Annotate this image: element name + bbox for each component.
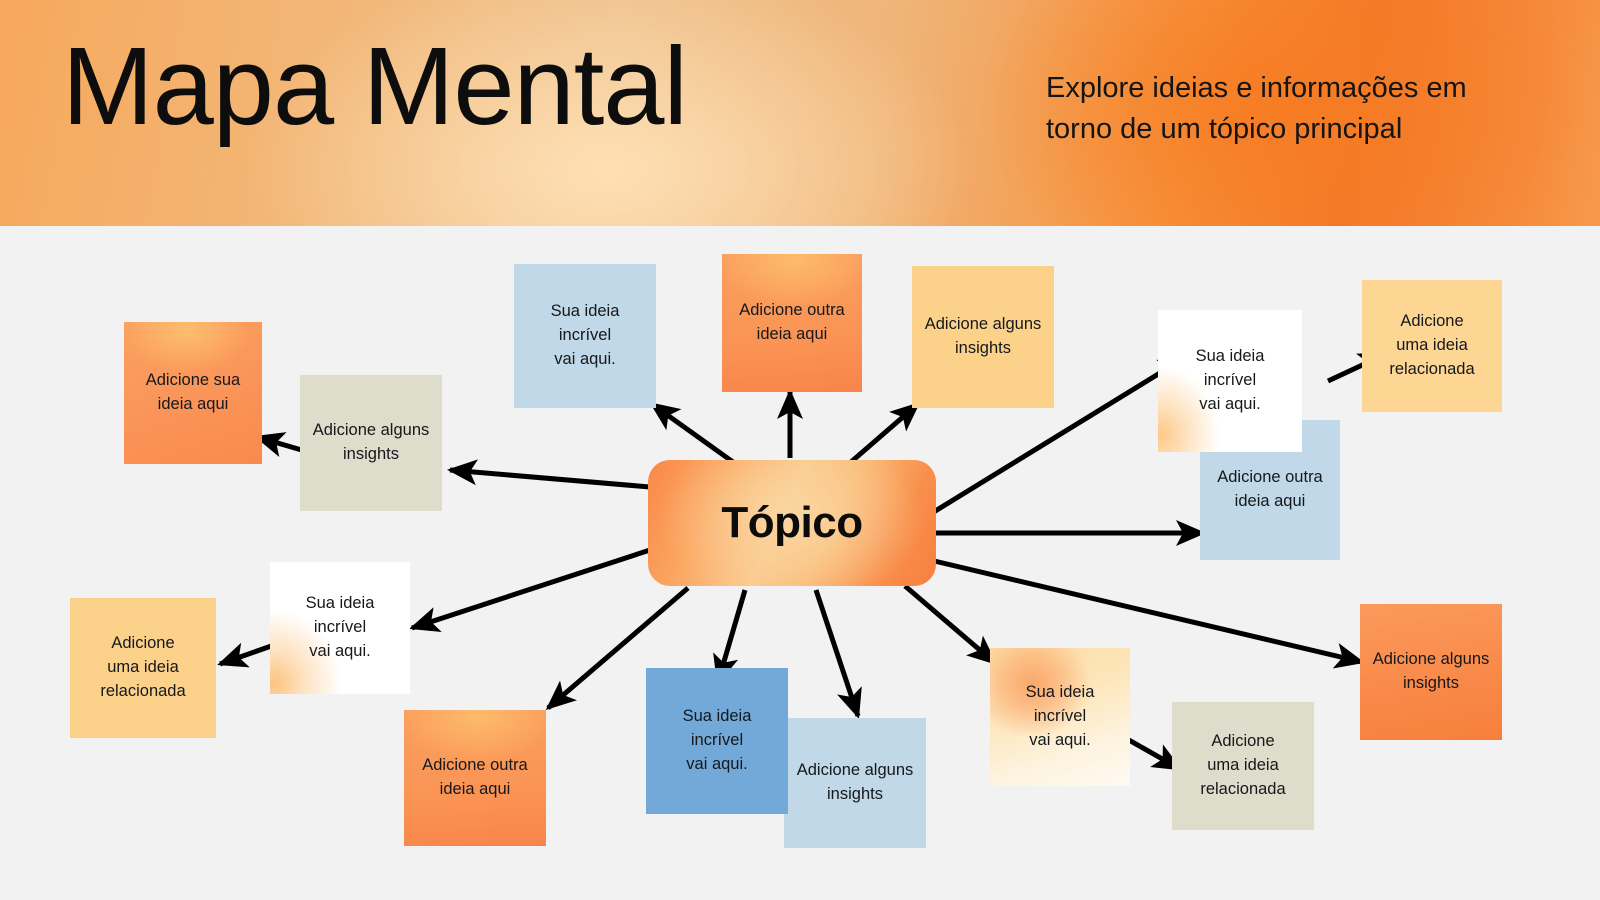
card-amazing-idea-top[interactable]: Sua ideia incrível vai aqui. [514, 264, 656, 408]
card-label: Adicione uma ideia relacionada [100, 634, 186, 700]
card-label: Adicione alguns insights [312, 421, 430, 463]
card-insights-bottom[interactable]: Adicione alguns insights [784, 718, 926, 848]
card-label: Adicione outra ideia aqui [422, 756, 528, 798]
card-label: Adicione alguns insights [796, 761, 914, 803]
card-add-your-idea[interactable]: Adicione sua ideia aqui [124, 322, 262, 464]
card-related-idea-topright[interactable]: Adicione uma ideia relacionada [1362, 280, 1502, 412]
card-amazing-idea-bottomright[interactable]: Sua ideia incrível vai aqui. [990, 648, 1130, 786]
card-label: Adicione alguns insights [924, 315, 1042, 357]
card-label: Adicione outra ideia aqui [1217, 468, 1323, 510]
connector-amazing-left-to-related [217, 641, 278, 668]
card-another-idea-bottom[interactable]: Adicione outra ideia aqui [404, 710, 546, 846]
card-label: Adicione uma ideia relacionada [1389, 312, 1475, 378]
connector-center-to-insights-left [447, 459, 651, 490]
card-label: Sua ideia incrível vai aqui. [550, 302, 620, 368]
card-related-idea-bottomright[interactable]: Adicione uma ideia relacionada [1172, 702, 1314, 830]
card-another-idea-top[interactable]: Adicione outra ideia aqui [722, 254, 862, 392]
card-insights-top[interactable]: Adicione alguns insights [912, 266, 1054, 408]
header-subtitle: Explore ideias e informações em torno de… [1046, 72, 1467, 146]
connector-center-to-insights-right [929, 557, 1365, 669]
connector-center-to-amazing-left [409, 547, 651, 632]
card-label: Adicione sua ideia aqui [145, 371, 241, 413]
header-banner: Mapa Mental Explore ideias e informações… [0, 0, 1600, 226]
center-topic-node[interactable]: Tópico [648, 460, 936, 586]
card-amazing-idea-bottom[interactable]: Sua ideia incrível vai aqui. [646, 668, 788, 814]
card-label: Sua ideia incrível vai aqui. [1025, 683, 1095, 749]
center-topic-label: Tópico [721, 498, 863, 547]
connector-center-to-insights-top [849, 402, 921, 464]
card-insights-right[interactable]: Adicione alguns insights [1360, 604, 1502, 740]
connector-center-to-amazing-top [649, 401, 735, 465]
card-label: Sua ideia incrível vai aqui. [682, 707, 752, 773]
connector-center-to-insights-bottom [813, 589, 862, 719]
card-label: Adicione outra ideia aqui [739, 301, 845, 343]
card-label: Sua ideia incrível vai aqui. [305, 594, 375, 660]
page-title: Mapa Mental [62, 25, 688, 148]
card-related-idea-left[interactable]: Adicione uma ideia relacionada [70, 598, 216, 738]
card-label: Adicione alguns insights [1372, 650, 1490, 692]
connector-insights-left-to-add-idea [254, 432, 306, 458]
card-amazing-idea-left[interactable]: Sua ideia incrível vai aqui. [270, 562, 410, 694]
connector-center-to-amazing-botright [903, 584, 998, 665]
card-amazing-idea-right[interactable]: Sua ideia incrível vai aqui. [1158, 310, 1302, 452]
card-insights-left[interactable]: Adicione alguns insights [300, 375, 442, 511]
card-label: Adicione uma ideia relacionada [1200, 732, 1286, 798]
card-label: Sua ideia incrível vai aqui. [1195, 347, 1265, 413]
